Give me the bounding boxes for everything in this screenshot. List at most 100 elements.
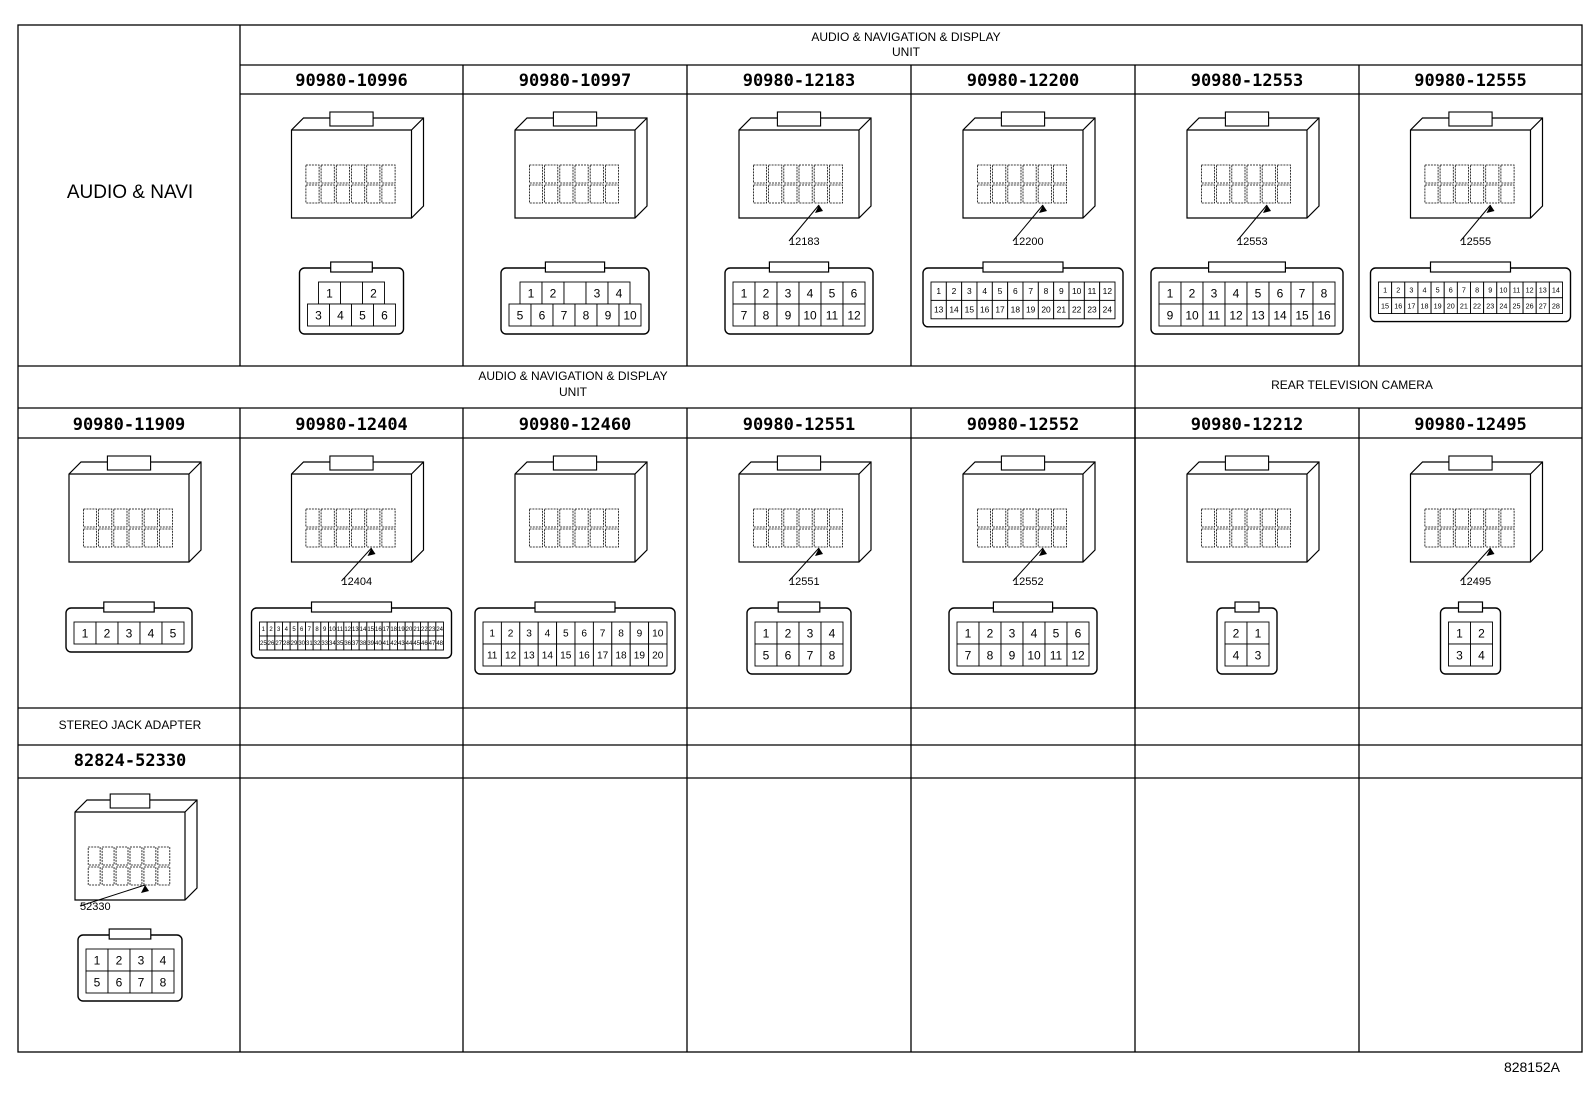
connector-cavity: [1424, 184, 1439, 204]
connector-housing-edge: [1187, 461, 1320, 562]
connector-cavity: [992, 528, 1007, 548]
pin-number: 1: [936, 286, 941, 296]
connector-cavity: [783, 528, 798, 548]
connector-cavity: [977, 528, 992, 548]
connector-cavity: [1454, 184, 1469, 204]
pin-number: 12: [1071, 648, 1085, 662]
connector-cavity: [1470, 528, 1485, 548]
connector-cavity: [1216, 528, 1231, 548]
connector-cavity: [1231, 164, 1246, 184]
pin-cell: [820, 643, 844, 667]
pin-number: 8: [829, 648, 836, 662]
pin-cell: [1066, 643, 1090, 667]
pin-number: 3: [1211, 286, 1218, 300]
callout-arrow: [1039, 548, 1047, 556]
connector-cavity: [574, 508, 589, 528]
connector-cavity: [1424, 528, 1439, 548]
connector-cavity: [366, 164, 381, 184]
connector-cavity: [589, 528, 604, 548]
pin-number: 18: [1420, 301, 1428, 310]
connector-housing: [290, 461, 425, 563]
connector-cavity: [559, 508, 574, 528]
connector-cavity: [1454, 508, 1469, 528]
connector-cavity: [381, 508, 396, 528]
connector-cavity: [305, 184, 320, 204]
connector-cavity: [605, 164, 620, 184]
connector-cavity: [320, 508, 335, 528]
pin-cell: [1312, 303, 1336, 327]
connector-cavity: [605, 528, 620, 548]
connector-housing: [738, 461, 872, 563]
pin-number: 19: [1026, 305, 1036, 315]
pin-number: 1: [741, 286, 748, 300]
pin-number: 9: [1059, 286, 1064, 296]
connector-cavity: [351, 164, 366, 184]
connector-cavity: [98, 528, 113, 548]
pin-number: 2: [550, 286, 557, 300]
pin-number: 2: [370, 286, 377, 300]
connector-cavity: [1261, 508, 1276, 528]
connector-face-key: [1429, 261, 1512, 273]
pin-number: 4: [1233, 286, 1240, 300]
pin-number: 26: [1526, 301, 1534, 310]
pin-number: 9: [785, 308, 792, 322]
row1-left-label: AUDIO & NAVI: [67, 182, 193, 203]
connector-cavity: [1424, 164, 1439, 184]
connector-cavity: [977, 164, 992, 184]
connector-cavity: [605, 184, 620, 204]
pin-number: 5: [763, 648, 770, 662]
pin-number: 11: [487, 651, 498, 662]
connector-cavity: [1261, 184, 1276, 204]
part-number-90980-12552: 90980-12552: [967, 415, 1080, 435]
connector-cavity: [1277, 508, 1292, 528]
pin-number: 1: [1167, 286, 1174, 300]
pin-number: 12: [1229, 308, 1243, 322]
pin-number: 35: [337, 641, 344, 647]
callout-label: 12553: [1237, 236, 1268, 248]
connector-cavity: [829, 184, 844, 204]
pin-number: 7: [1028, 286, 1033, 296]
connector-housing: [1409, 461, 1544, 563]
pin-number: 21: [413, 627, 420, 633]
connector-cavity: [1485, 184, 1500, 204]
row3-part-number: 82824-52330: [74, 751, 187, 771]
connector-cavity: [1037, 508, 1052, 528]
pin-number: 47: [429, 641, 436, 647]
pin-number: 22: [421, 627, 428, 633]
pin-number: 8: [763, 308, 770, 322]
pin-number: 9: [1009, 648, 1016, 662]
connector-cavity: [1439, 528, 1454, 548]
connector-housing: [290, 117, 425, 219]
connector-cavity: [1007, 184, 1022, 204]
pin-number: 46: [421, 641, 428, 647]
pin-number: 44: [406, 641, 413, 647]
pin-number: 22: [1473, 301, 1481, 310]
connector-cavity: [1007, 508, 1022, 528]
connector-cavity: [544, 184, 559, 204]
pin-number: 4: [1031, 626, 1038, 640]
pin-number: 8: [618, 629, 624, 640]
connector-cavity: [1500, 164, 1515, 184]
connector-cavity: [753, 508, 768, 528]
pin-number: 11: [1088, 286, 1097, 296]
connector-cavity: [589, 508, 604, 528]
connector-cavity: [1470, 508, 1485, 528]
pin-cell: [1246, 643, 1270, 667]
callout-leader: [1012, 204, 1044, 242]
pin-number: 32: [314, 641, 321, 647]
connector-latch: [1000, 111, 1046, 127]
connector-cavity: [574, 528, 589, 548]
connector-cavity: [320, 184, 335, 204]
pin-number: 5: [94, 975, 101, 989]
pin-number: 3: [1009, 626, 1016, 640]
pin-number: 13: [934, 305, 944, 315]
connector-cavity: [381, 184, 396, 204]
connector-cavity: [1485, 508, 1500, 528]
pin-number: 12: [1526, 285, 1534, 294]
connector-latch: [329, 111, 374, 127]
pin-number: 6: [1013, 286, 1018, 296]
